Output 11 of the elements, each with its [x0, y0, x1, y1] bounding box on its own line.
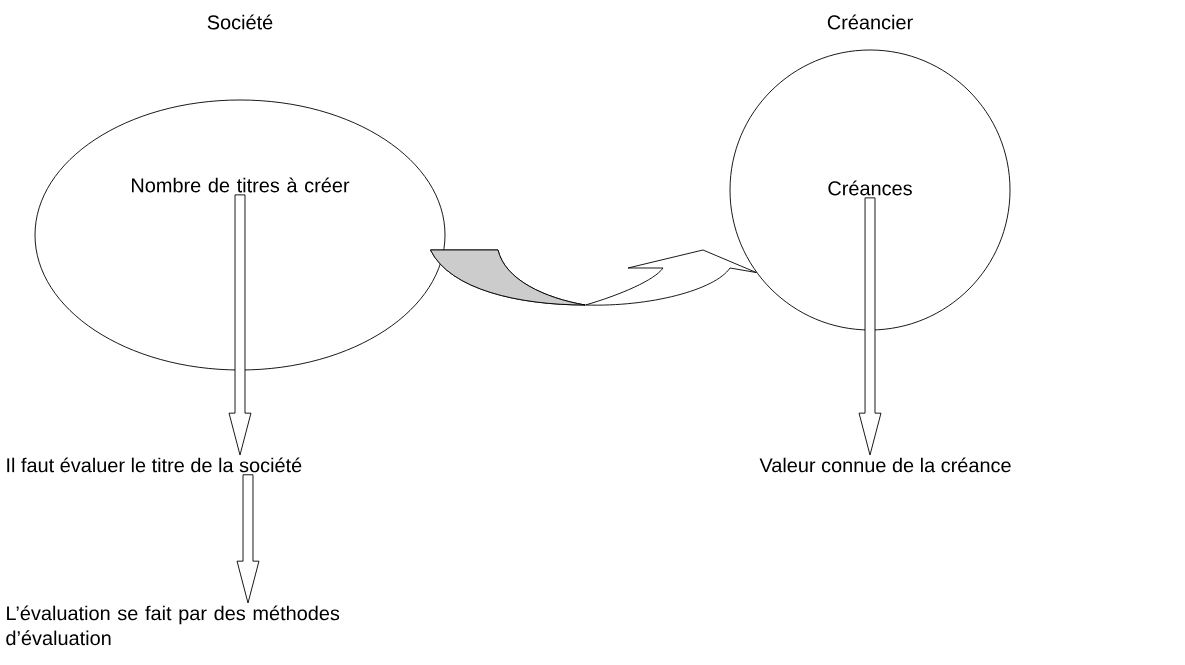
text-label: Valeur connue de la créance — [759, 457, 1011, 473]
hollow-arrow — [858, 197, 882, 456]
ellipse-label: Nombre de titres à créer — [132, 177, 350, 193]
text-label: Il faut évaluer le titre de la société — [7, 457, 302, 473]
text-label: L’évaluation se fait par des méthodes d’évaluation — [6, 605, 340, 646]
hollow-arrow — [228, 194, 252, 456]
curved-arrow — [430, 249, 757, 306]
heading: Société — [207, 14, 273, 30]
ellipse-label: Créances — [828, 180, 912, 196]
heading: Créancier — [827, 14, 913, 30]
hollow-arrow — [236, 474, 260, 604]
